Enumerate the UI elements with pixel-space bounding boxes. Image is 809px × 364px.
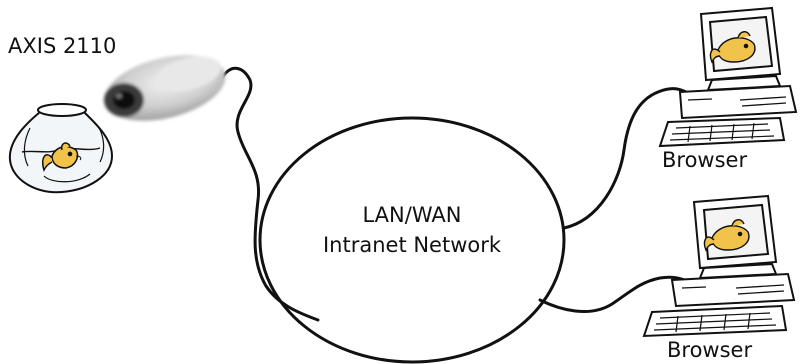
camera-label: AXIS 2110 (8, 34, 117, 58)
client-cable-2 (538, 275, 692, 313)
goldfish-icon (41, 142, 82, 172)
network-cloud (258, 116, 566, 364)
network-label: LAN/WAN Intranet Network (262, 200, 562, 260)
camera-cable (220, 66, 320, 322)
browser-label: Browser (662, 148, 748, 172)
desktop-computer-icon (658, 6, 798, 148)
client-cable-1 (562, 87, 688, 230)
network-label-line1: LAN/WAN (362, 203, 462, 227)
browser-label: Browser (667, 338, 753, 362)
network-label-line2: Intranet Network (322, 233, 502, 257)
desktop-computer-icon (642, 194, 796, 338)
network-camera-icon (104, 55, 226, 121)
fishbowl-icon (8, 103, 114, 194)
